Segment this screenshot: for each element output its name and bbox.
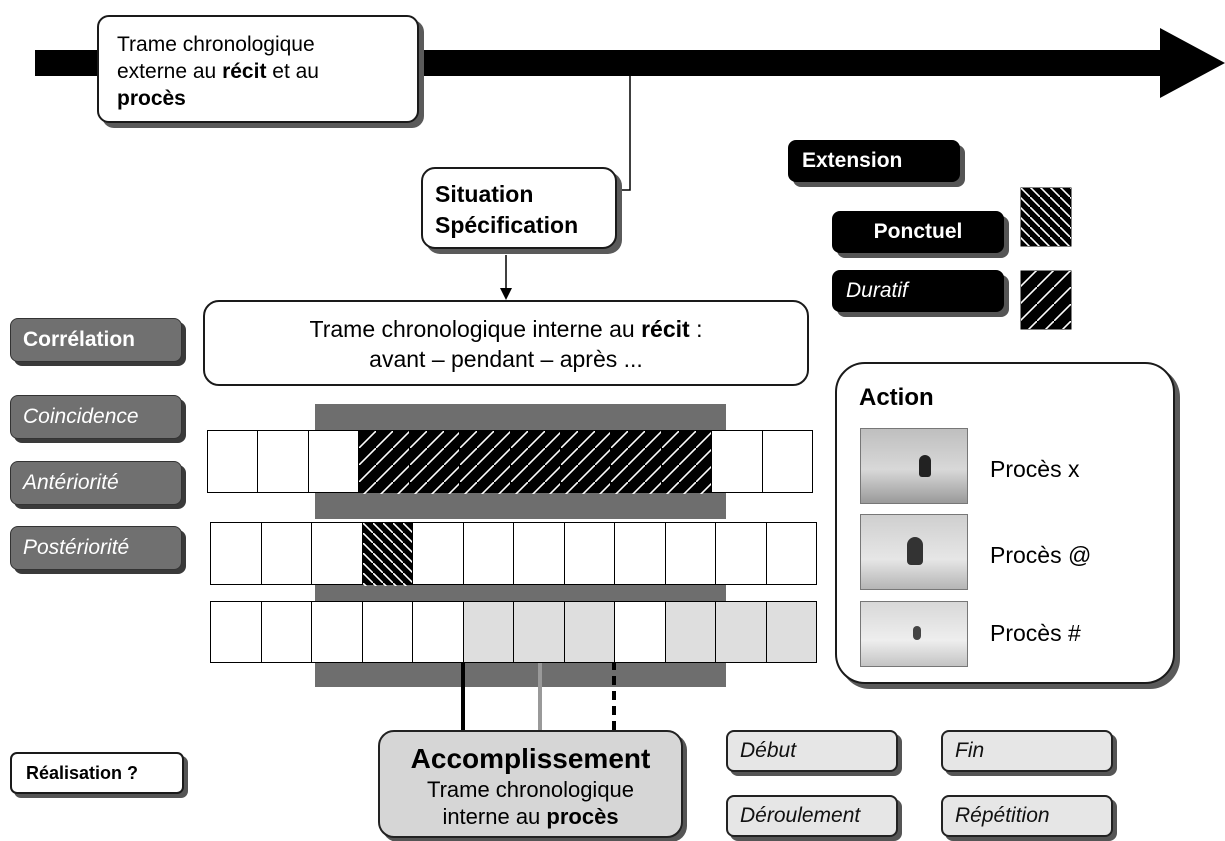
proces-bold-2: procès: [546, 804, 619, 829]
timeline-cell: [260, 522, 312, 585]
external-timeline-box: Trame chronologique externe au récit et …: [97, 15, 419, 123]
action-item-proces-at: Procès @: [990, 542, 1092, 568]
action-box: Action Procès x Procès @ Procès #: [835, 362, 1175, 684]
proces-bold: procès: [117, 87, 186, 110]
legend-ponctuel: Ponctuel: [832, 211, 1004, 253]
timeline-cell: [664, 522, 716, 585]
timeline-cell: [563, 522, 615, 585]
aspect-deroulement: Déroulement: [726, 795, 898, 837]
timeline-cell: [765, 601, 817, 663]
figure-icon-3: [913, 626, 921, 640]
timeline-cell: [614, 601, 666, 663]
accomplissement-line1: Trame chronologique: [426, 777, 635, 802]
internal-timeline-box: Trame chronologique interne au récit : a…: [203, 300, 809, 386]
situation-box: Situation Spécification: [421, 167, 617, 249]
timeline-cell: [210, 601, 262, 663]
cell-row-1: [207, 430, 813, 494]
timeline-cell: [711, 430, 763, 493]
external-timeline-line2: externe au: [117, 60, 223, 83]
legend-extension: Extension: [788, 140, 960, 182]
external-timeline-line1: Trame chronologique: [117, 33, 315, 56]
specification-label: Spécification: [435, 212, 579, 238]
action-item-proces-hash: Procès #: [990, 620, 1081, 646]
label-coincidence: Coincidence: [10, 395, 182, 439]
timeline-cell: [361, 601, 413, 663]
action-title: Action: [859, 384, 934, 411]
timeline-cell: [559, 430, 612, 494]
timeline-cell: [311, 601, 363, 663]
aspect-debut: Début: [726, 730, 898, 772]
accomplissement-title: Accomplissement: [410, 743, 651, 774]
timeline-cell: [207, 430, 259, 493]
cell-row-2: [210, 522, 817, 586]
timeline-cell: [311, 522, 363, 585]
timeline-cell: [361, 522, 413, 586]
timeline-cell: [563, 601, 615, 663]
thumbnail-proces-x: [860, 428, 968, 504]
timeline-cell: [660, 430, 713, 494]
legend-duratif: Duratif: [832, 270, 1004, 312]
timeline-cell: [462, 601, 514, 663]
action-item-proces-x: Procès x: [990, 456, 1080, 482]
timeline-cell: [307, 430, 360, 493]
timeline-cell: [761, 430, 813, 493]
external-timeline-line2-end: et au: [266, 60, 319, 83]
timeline-cell: [715, 522, 767, 585]
aspect-repetition: Répétition: [941, 795, 1113, 837]
figure-icon-2: [907, 537, 923, 565]
timeline-cell: [614, 522, 666, 585]
timeline-cell: [513, 601, 565, 663]
timeline-cell: [462, 522, 514, 585]
timeline-cell: [459, 430, 511, 494]
recit-bold-2: récit: [641, 316, 690, 342]
cell-row-3: [210, 601, 817, 663]
label-posteriorite: Postériorité: [10, 526, 182, 570]
timeline-cell: [412, 522, 464, 585]
timeline-cell: [509, 430, 561, 494]
accomplissement-box: Accomplissement Trame chronologique inte…: [378, 730, 683, 838]
aspect-fin: Fin: [941, 730, 1113, 772]
duratif-hatch-swatch: [1020, 270, 1072, 330]
timeline-cell: [765, 522, 817, 585]
internal-timeline-line1: Trame chronologique interne au: [309, 316, 642, 342]
accomplissement-line2: interne au: [442, 804, 547, 829]
timeline-cell: [358, 430, 410, 494]
connector-situation-timeline: [612, 70, 631, 191]
figure-icon: [919, 455, 931, 477]
ponctuel-hatch-swatch: [1020, 187, 1072, 247]
internal-timeline-colon: :: [689, 316, 703, 342]
timeline-cell: [715, 601, 767, 663]
timeline-cell: [257, 430, 309, 493]
timeline-cell: [610, 430, 662, 494]
recit-bold: récit: [222, 60, 267, 83]
internal-timeline-line2: avant – pendant – après ...: [369, 346, 643, 372]
situation-label: Situation: [435, 181, 534, 207]
timeline-cell: [260, 601, 312, 663]
timeline-cell: [664, 601, 716, 663]
label-anteriorite: Antériorité: [10, 461, 182, 505]
timeline-cell: [412, 601, 464, 663]
label-correlation: Corrélation: [10, 318, 182, 362]
timeline-cell: [513, 522, 565, 585]
realisation-box: Réalisation ?: [10, 752, 184, 794]
thumbnail-proces-at: [860, 514, 968, 590]
timeline-cell: [408, 430, 461, 494]
thumbnail-proces-hash: [860, 601, 968, 667]
timeline-cell: [210, 522, 262, 585]
